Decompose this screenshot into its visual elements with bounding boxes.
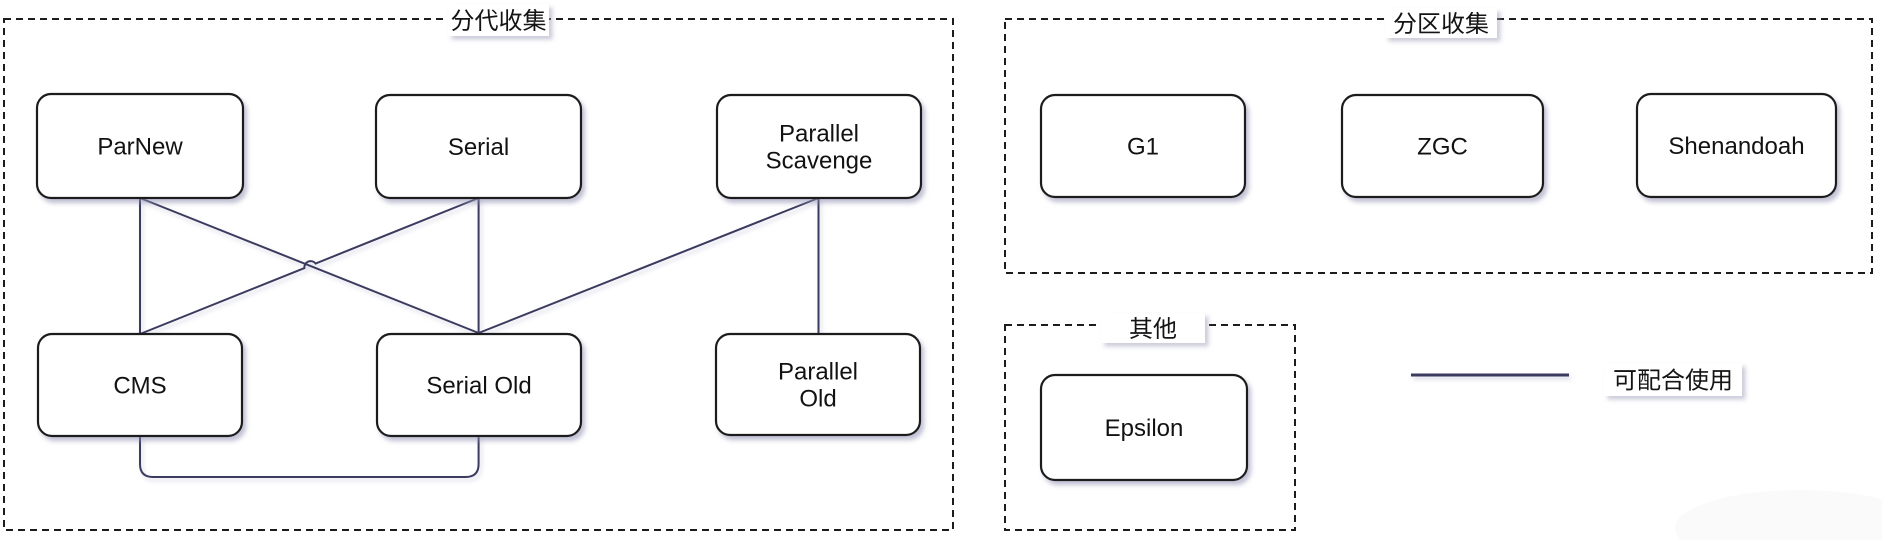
svg-text:Old: Old [799,386,836,413]
svg-text:Parallel: Parallel [778,359,858,386]
svg-text:ZGC: ZGC [1417,134,1468,161]
svg-text:Serial Old: Serial Old [426,373,531,400]
svg-text:CMS: CMS [113,373,166,400]
svg-text:Shenandoah: Shenandoah [1668,133,1804,160]
svg-text:Scavenge: Scavenge [766,148,873,175]
svg-text:G1: G1 [1127,134,1159,161]
svg-text:ParNew: ParNew [97,134,183,161]
svg-text:Epsilon: Epsilon [1105,415,1184,442]
svg-text:Parallel: Parallel [779,121,859,148]
svg-text:Serial: Serial [448,134,509,161]
